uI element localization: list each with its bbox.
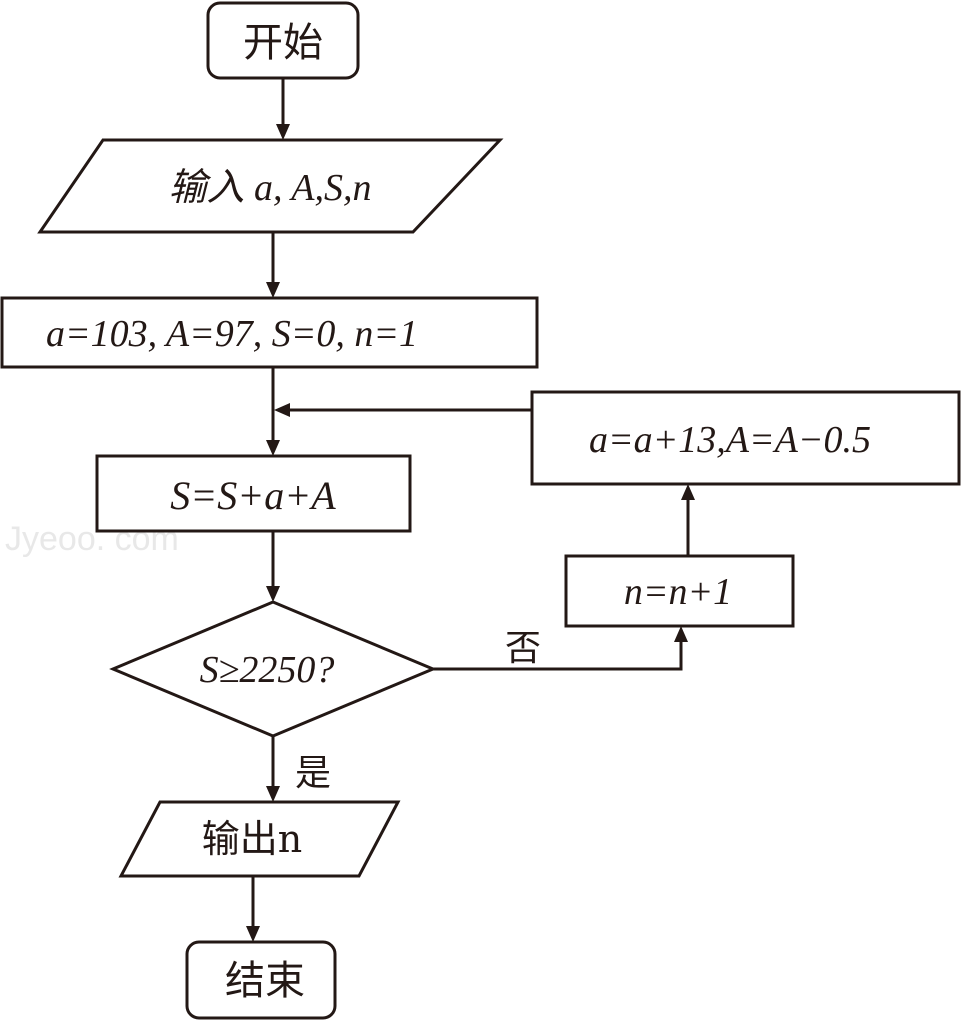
end-terminal [185, 940, 337, 1020]
update-label: a=a+13,A=A−0.5 [589, 419, 871, 461]
output-parallelogram [118, 800, 401, 878]
condition-label: S≥2250? [200, 649, 335, 691]
init-label: a=103, A=97, S=0, n=1 [46, 313, 418, 355]
arrowhead-increment-update [681, 484, 695, 500]
arrowhead-init-accumulate [266, 440, 280, 456]
increment-process-box [564, 554, 795, 628]
input-label: 输入 a, A,S,n [168, 167, 371, 209]
accumulate-label: S=S+a+A [170, 473, 336, 518]
output-label: 输出n [202, 817, 302, 861]
start-label: 开始 [243, 20, 323, 66]
start-terminal [206, 1, 360, 80]
input-parallelogram [37, 138, 504, 234]
connector-condition-increment [433, 636, 683, 671]
yes-branch-label: 是 [295, 753, 331, 794]
update-process-box [530, 390, 961, 486]
arrowhead-accumulate-condition [266, 586, 280, 602]
no-branch-label: 否 [505, 628, 541, 669]
condition-diamond [109, 600, 437, 738]
arrowhead-update-loop [274, 403, 290, 417]
arrowhead-input-init [266, 282, 280, 298]
end-label: 结束 [225, 958, 305, 1004]
arrowhead-condition-increment [674, 626, 688, 642]
connectors [246, 78, 695, 942]
init-process-box [0, 296, 539, 369]
increment-label: n=n+1 [624, 571, 732, 613]
arrowhead-output-end [246, 926, 260, 942]
arrowhead-start-input [276, 124, 290, 140]
accumulate-process-box [95, 454, 412, 533]
arrowhead-condition-output [266, 786, 280, 802]
